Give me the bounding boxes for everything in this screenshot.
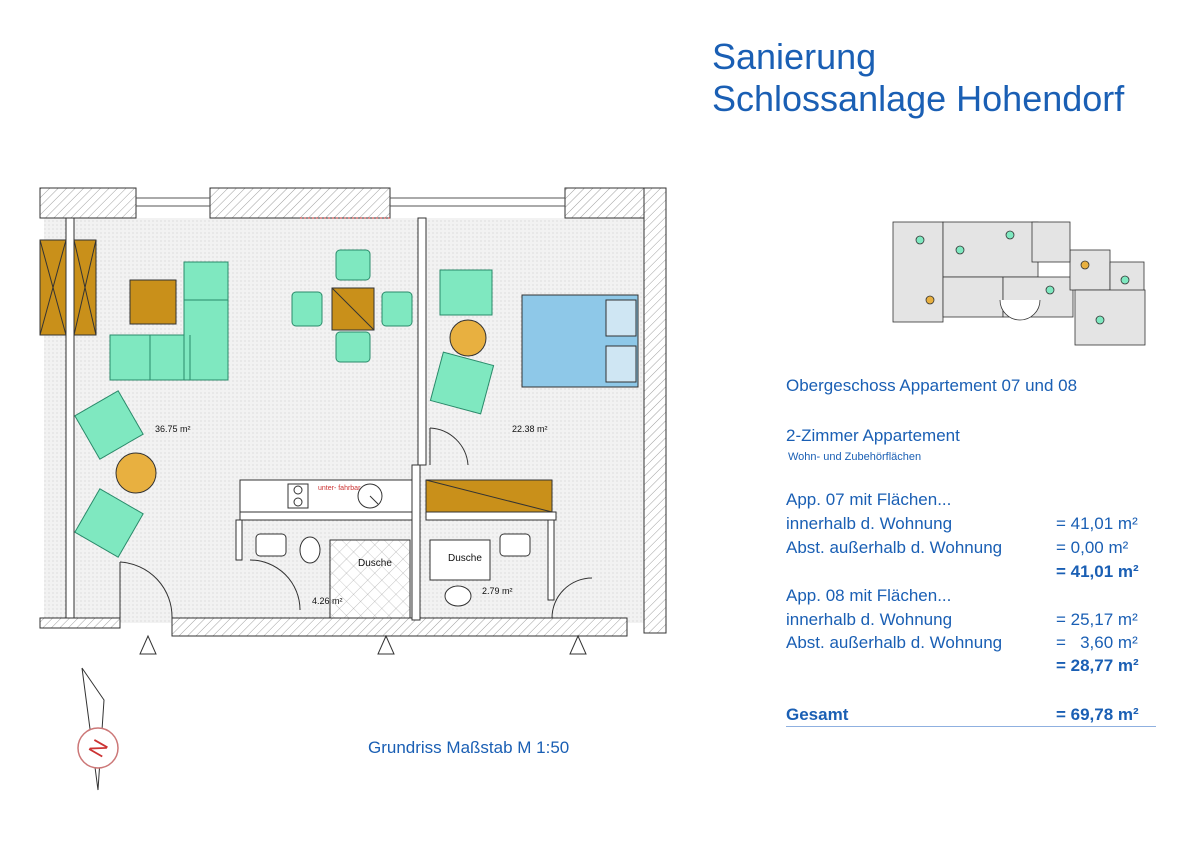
shower-2 [429,539,491,581]
armchairs-bedroom [429,269,495,415]
floor-label: Obergeschoss Appartement 07 und 08 [786,376,1078,395]
entrance-markers [139,634,587,655]
app07-outside-label: Abst. außerhalb d. Wohnung [786,538,1003,557]
shower-label-1: Dusche [358,558,392,569]
sofa [109,261,229,381]
wardrobe [39,239,97,336]
site-plan-thumbnail [892,221,1146,346]
shower-1 [329,539,411,619]
app08-outside-label: Abst. außerhalb d. Wohnung [786,633,1003,652]
shower-label-2: Dusche [448,553,482,564]
total-divider [786,726,1156,727]
doors [119,427,593,619]
app07-heading: App. 07 mit Flächen... [786,490,952,509]
side-table-living [115,452,157,494]
dining-set [291,249,413,363]
app07-total: = 41,01 m² [1056,562,1139,581]
plan-caption: Grundriss Maßstab M 1:50 [368,738,570,757]
app08-heading: App. 08 mit Flächen... [786,586,952,605]
kitchenette [239,479,413,513]
project-title: Sanierung Schlossanlage Hohendorf [712,36,1124,120]
grand-total-value: = 69,78 m² [1056,705,1139,724]
room-area-living: 36.75 m² [155,424,191,434]
room-area-bath1: 4.26 m² [312,596,343,606]
app08-inside-label: innerhalb d. Wohnung [786,610,953,629]
north-arrow-icon: N [77,667,119,791]
app07-inside-value: = 41,01 m² [1056,514,1138,533]
type-sublabel: Wohn- und Zubehörflächen [788,451,922,463]
app08-total: = 28,77 m² [1056,656,1139,675]
app07-inside-label: innerhalb d. Wohnung [786,514,953,533]
side-table-bedroom [449,319,487,357]
interior-walls [65,217,557,621]
armchairs-living [74,390,144,558]
room-area-bedroom: 22.38 m² [512,424,548,434]
title-line-2: Schlossanlage Hohendorf [712,78,1125,119]
app08-outside-value: = 3,60 m² [1056,633,1138,652]
room-area-bath2: 2.79 m² [482,586,513,596]
grand-total-label: Gesamt [786,705,849,724]
bathroom-fixtures [255,533,531,607]
coffee-table [129,279,177,325]
title-line-1: Sanierung [712,36,877,77]
app07-outside-value: = 0,00 m² [1056,538,1129,557]
app08-inside-value: = 25,17 m² [1056,610,1138,629]
outer-walls [39,187,667,637]
type-label: 2-Zimmer Appartement [786,426,960,445]
counter-note: unter- fahrbar [318,485,361,492]
windows [136,197,565,219]
